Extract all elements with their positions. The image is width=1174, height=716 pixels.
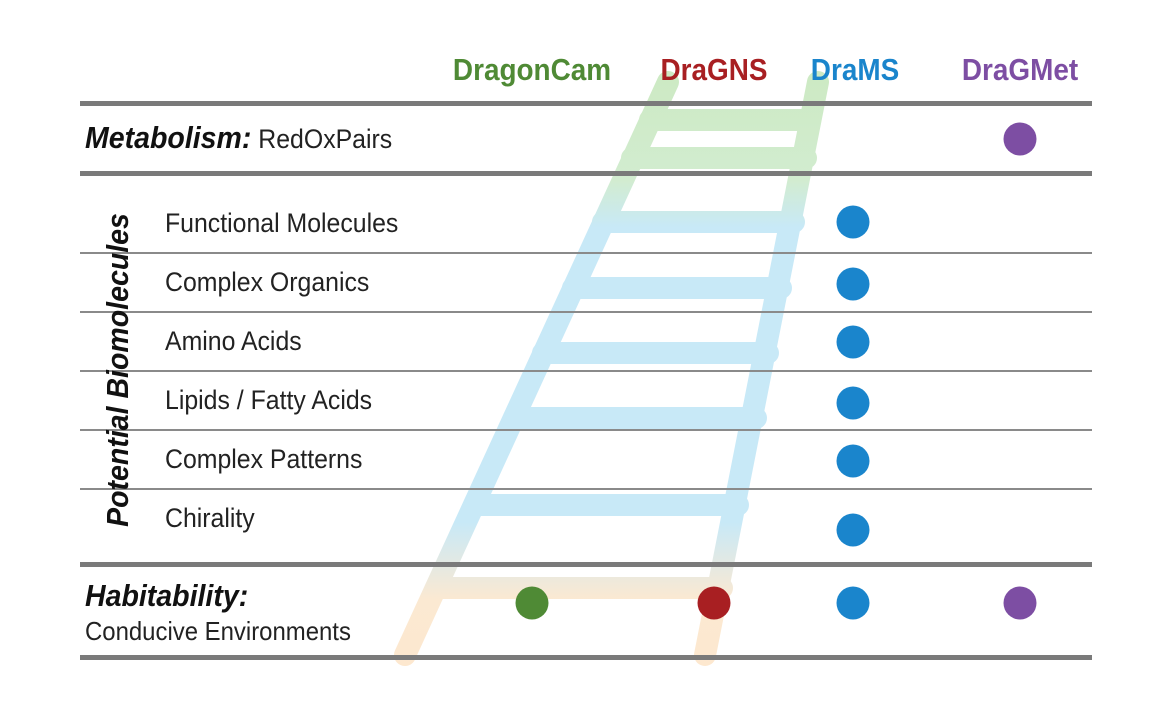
row-label: Chirality — [165, 503, 255, 533]
marker-dot-drams — [836, 586, 870, 620]
marker-dot-drams — [836, 267, 870, 301]
divider — [80, 101, 1092, 106]
ladder-left-rail — [394, 71, 679, 666]
habitability-title-wrap: Habitability: — [85, 578, 248, 614]
marker-dot-dragmet — [1003, 122, 1037, 156]
marker-dot-drams — [836, 325, 870, 359]
marker-dot-dragns — [697, 586, 731, 620]
row-label: Functional Molecules — [165, 208, 399, 238]
row-label: Complex Organics — [165, 267, 370, 297]
ladder-right-rail — [694, 71, 829, 666]
divider — [80, 252, 1092, 254]
habitability-title: Habitability: — [85, 578, 249, 613]
divider — [80, 562, 1092, 567]
divider — [80, 429, 1092, 431]
column-header-drams: DraMS — [810, 52, 900, 87]
row-label: Lipids / Fatty Acids — [165, 385, 373, 415]
marker-dot-drams — [836, 205, 870, 239]
metabolism-title: Metabolism: — [85, 120, 252, 155]
divider — [80, 370, 1092, 372]
divider — [80, 488, 1092, 490]
column-header-dragns: DraGNS — [660, 52, 768, 87]
marker-dot-drams — [836, 386, 870, 420]
metabolism-row: Metabolism: RedOxPairs — [85, 120, 392, 156]
row-label: Complex Patterns — [165, 444, 363, 474]
column-header-dragmet: DraGMet — [961, 52, 1079, 87]
divider — [80, 311, 1092, 313]
row-label: Amino Acids — [165, 326, 302, 356]
metabolism-item: RedOxPairs — [258, 124, 393, 154]
marker-dot-dragoncam — [515, 586, 549, 620]
habitability-item: Conducive Environments — [85, 616, 351, 646]
divider — [80, 171, 1092, 176]
marker-dot-dragmet — [1003, 586, 1037, 620]
marker-dot-drams — [836, 444, 870, 478]
divider — [80, 655, 1092, 660]
biomolecules-title: Potential Biomolecules — [100, 213, 135, 527]
column-header-dragoncam: DragonCam — [452, 52, 612, 87]
marker-dot-drams — [836, 513, 870, 547]
